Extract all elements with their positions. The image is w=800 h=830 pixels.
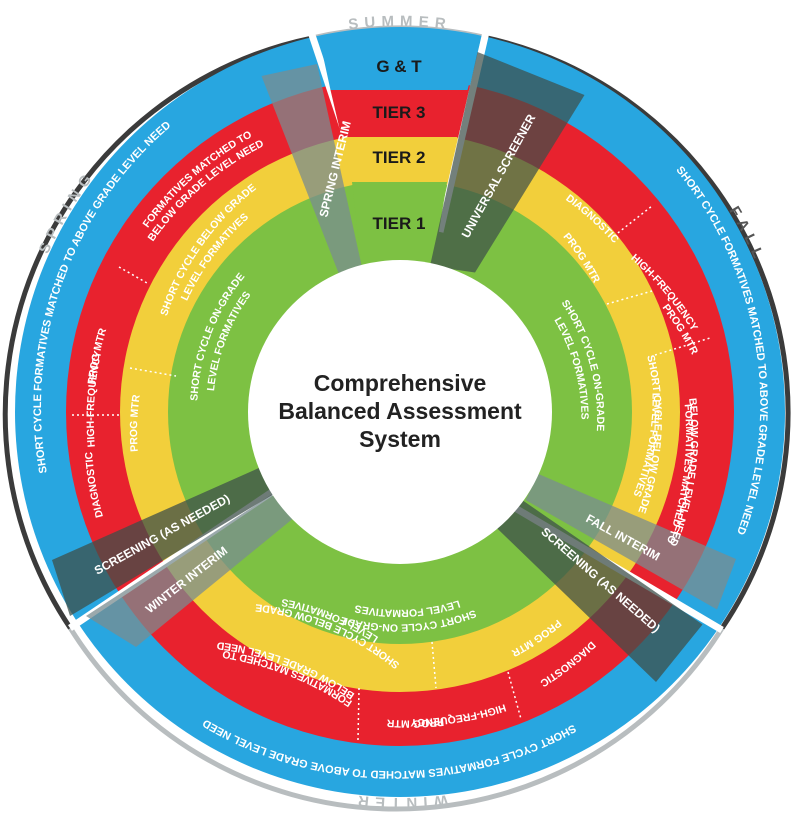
divider-winter-red-2 bbox=[357, 687, 360, 741]
band-fall-interim bbox=[525, 474, 736, 610]
season-arc-fall bbox=[484, 35, 791, 630]
divider-winter-red bbox=[507, 671, 522, 720]
divider-fall-red bbox=[613, 205, 653, 237]
band-screening-fall bbox=[489, 497, 703, 682]
band-winter-interim bbox=[86, 494, 296, 647]
tier-label-gt: G & T bbox=[376, 57, 422, 76]
center-title-line2: Balanced Assessment bbox=[278, 398, 522, 424]
interim-bands bbox=[52, 52, 736, 682]
dotted-dividers bbox=[72, 205, 711, 741]
wedge-tier1 bbox=[352, 182, 447, 268]
center-title-line3: System bbox=[359, 426, 441, 452]
tier-label-tier1: TIER 1 bbox=[373, 214, 426, 233]
wedge-tier2 bbox=[341, 137, 458, 182]
season-arc-winter bbox=[68, 626, 725, 812]
wedge-gt bbox=[320, 42, 480, 90]
band-spring-interim bbox=[261, 64, 364, 278]
center-title-line1: Comprehensive bbox=[314, 370, 487, 396]
yellow-prog-spring: PROG MTR bbox=[128, 394, 143, 453]
center-circle bbox=[248, 260, 552, 564]
band-screening-spring bbox=[52, 467, 278, 616]
summer-wedge bbox=[320, 42, 480, 268]
season-arc-spring bbox=[2, 35, 312, 630]
band-universal-screener bbox=[430, 52, 585, 273]
tier-label-tier3: TIER 3 bbox=[373, 103, 426, 122]
divider-spring-red bbox=[118, 266, 148, 284]
tier-label-tier2: TIER 2 bbox=[373, 148, 426, 167]
wedge-tier3 bbox=[330, 90, 468, 137]
